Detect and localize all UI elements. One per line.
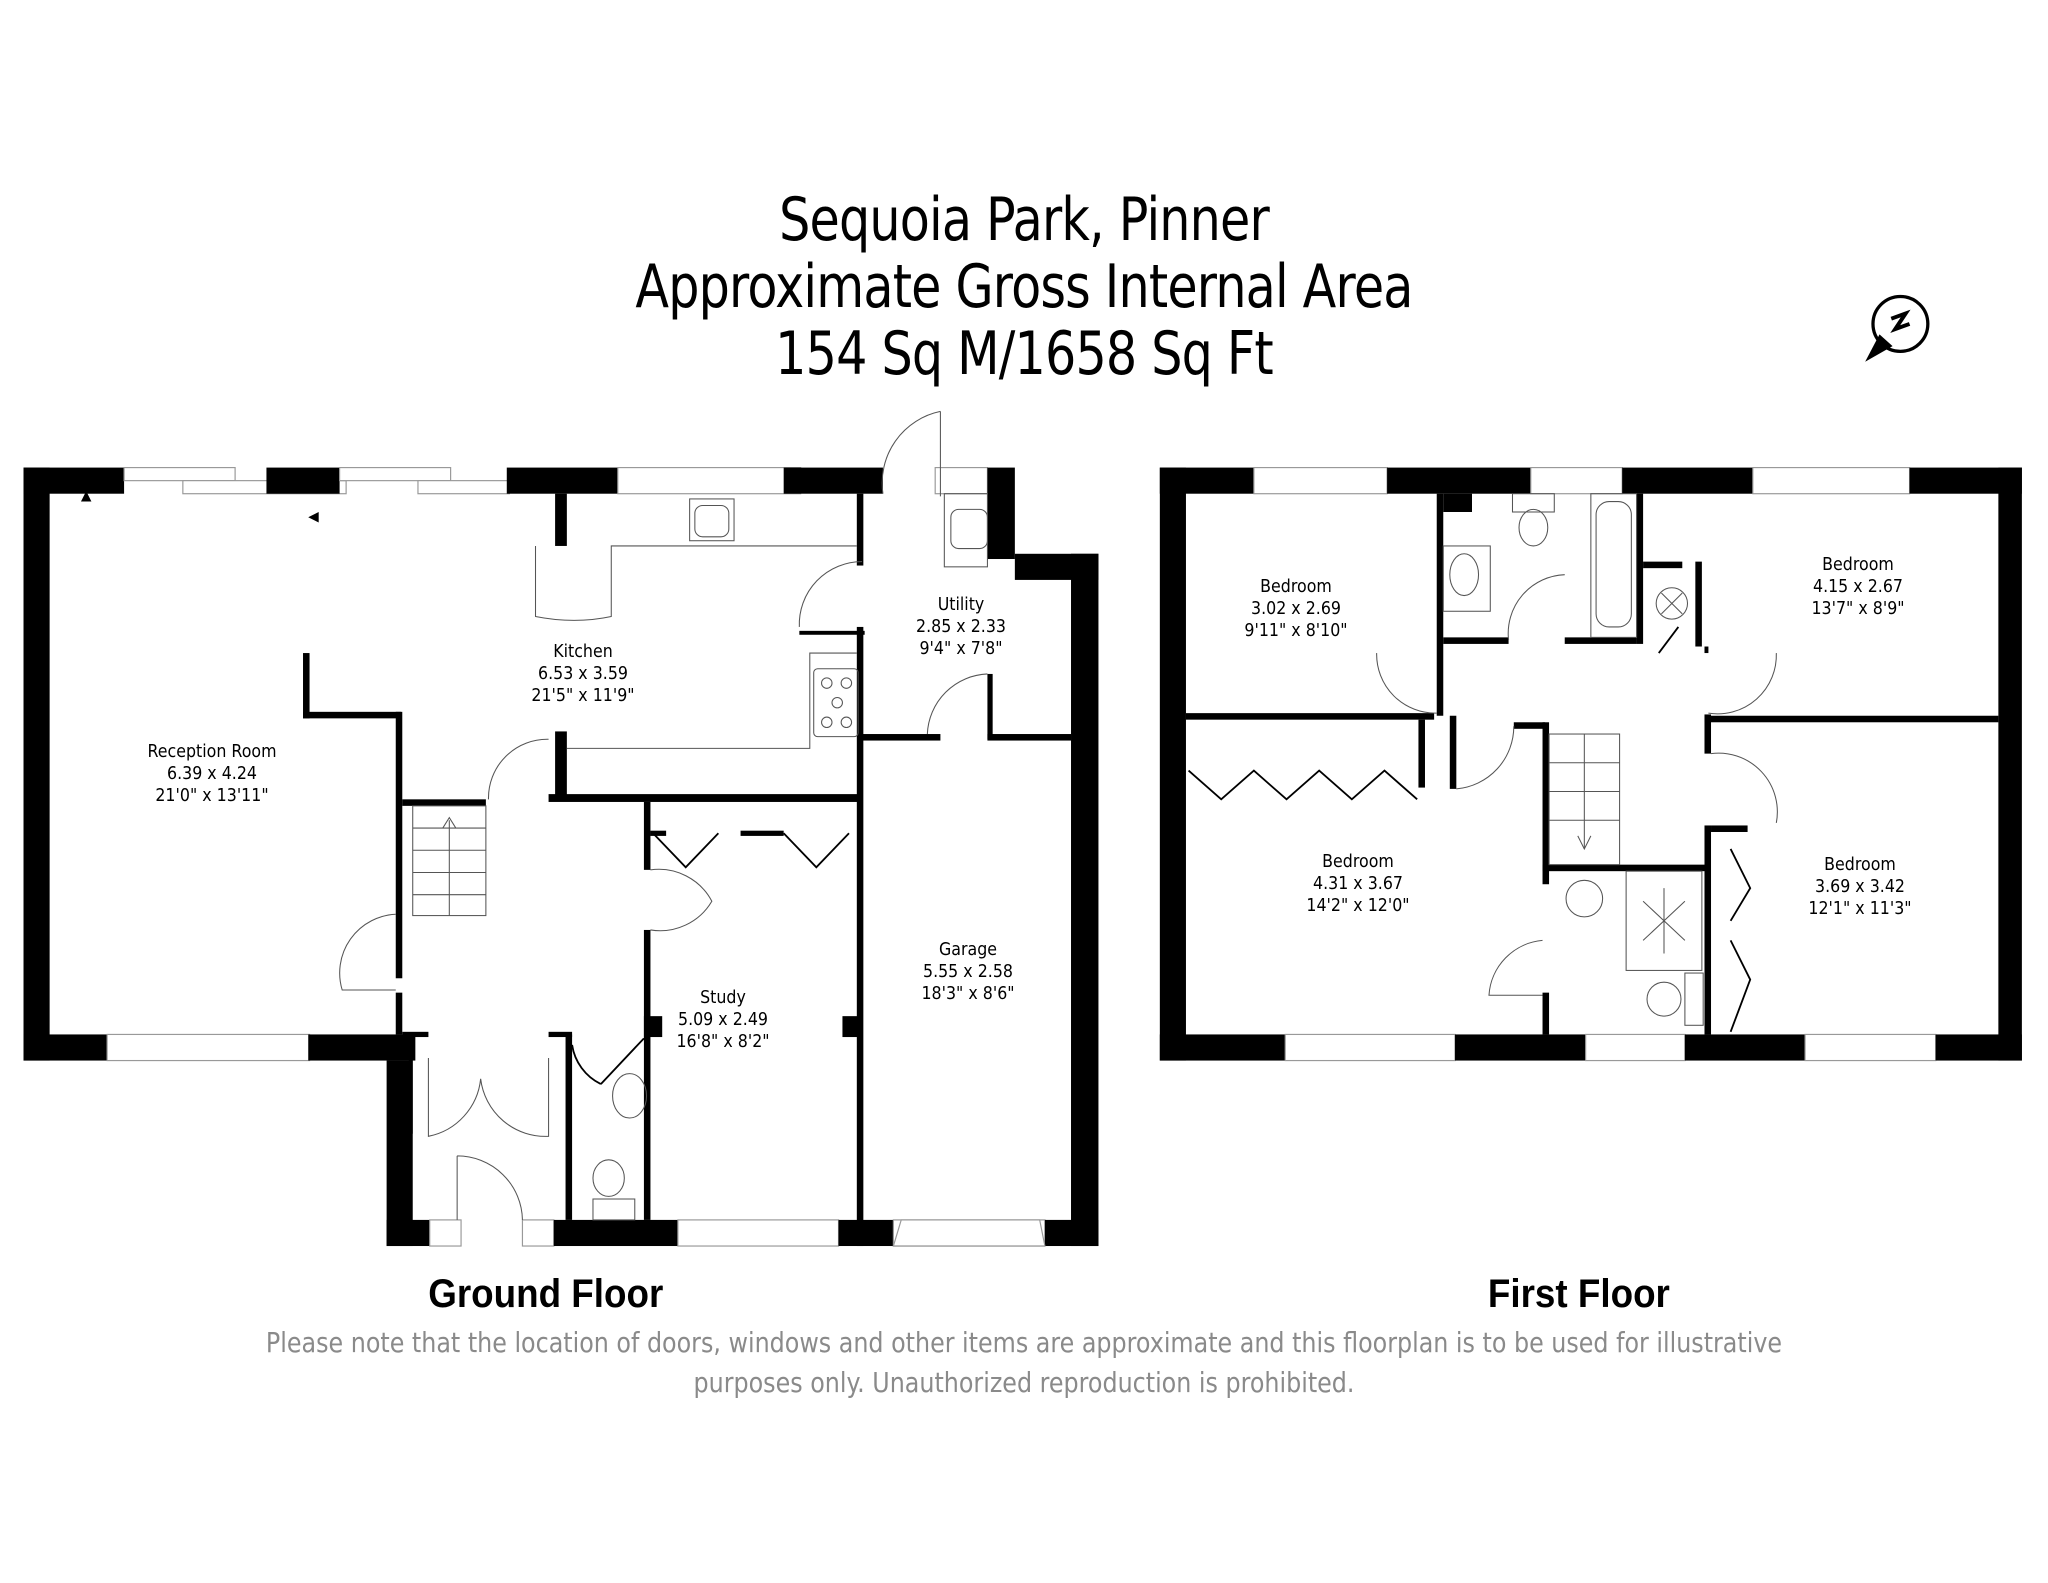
room-imperial: 9'11" x 8'10" bbox=[1244, 620, 1348, 641]
room-imperial: 9'4" x 7'8" bbox=[919, 638, 1003, 659]
room-name: Kitchen bbox=[553, 641, 613, 662]
room-name: Bedroom bbox=[1260, 576, 1332, 597]
hob-icon bbox=[813, 668, 859, 738]
room-label-study: Study 5.09 x 2.49 16'8" x 8'2" bbox=[676, 987, 769, 1053]
room-label-garage: Garage 5.55 x 2.58 18'3" x 8'6" bbox=[921, 939, 1014, 1005]
utility-sink-icon bbox=[943, 493, 988, 568]
room-metric: 6.53 x 3.59 bbox=[538, 663, 628, 684]
ensuite-toilet-icon bbox=[1646, 972, 1704, 1026]
disclaimer-line-2: purposes only. Unauthorized reproduction… bbox=[693, 1366, 1355, 1399]
room-imperial: 16'8" x 8'2" bbox=[676, 1031, 770, 1052]
room-label-bedroom-1: Bedroom 3.02 x 2.69 9'11" x 8'10" bbox=[1244, 576, 1347, 642]
boiler-icon bbox=[1655, 587, 1689, 620]
room-imperial: 21'0" x 13'11" bbox=[155, 785, 269, 806]
bathtub-icon bbox=[1590, 493, 1638, 638]
room-imperial: 18'3" x 8'6" bbox=[921, 983, 1015, 1004]
room-metric: 6.39 x 4.24 bbox=[167, 763, 257, 784]
room-metric: 3.02 x 2.69 bbox=[1251, 598, 1341, 619]
ensuite-basin-icon bbox=[1565, 879, 1604, 918]
title-area-value: 154 Sq M/1658 Sq Ft bbox=[775, 319, 1273, 389]
room-metric: 4.15 x 2.67 bbox=[1812, 576, 1903, 597]
toilet-icon bbox=[1511, 493, 1555, 547]
room-name: Reception Room bbox=[147, 741, 277, 762]
title-address: Sequoia Park, Pinner bbox=[779, 185, 1270, 255]
room-name: Bedroom bbox=[1322, 851, 1394, 872]
room-metric: 5.09 x 2.49 bbox=[677, 1009, 768, 1030]
ground-floor-plan bbox=[23, 410, 1099, 1247]
room-imperial: 12'1" x 11'3" bbox=[1808, 898, 1912, 919]
ground-floor-label: Ground Floor bbox=[428, 1272, 664, 1316]
room-label-bedroom-4: Bedroom 3.69 x 3.42 12'1" x 11'3" bbox=[1808, 854, 1911, 920]
basin-icon bbox=[1442, 545, 1491, 612]
room-label-bedroom-2: Bedroom 4.15 x 2.67 13'7" x 8'9" bbox=[1811, 554, 1904, 620]
wc-toilet-icon bbox=[592, 1159, 636, 1221]
room-name: Utility bbox=[937, 594, 985, 615]
first-floor-plan bbox=[1159, 466, 2022, 1062]
room-imperial: 21'5" x 11'9" bbox=[531, 685, 635, 706]
room-metric: 4.31 x 3.67 bbox=[1313, 873, 1403, 894]
room-name: Garage bbox=[938, 939, 997, 960]
room-label-reception: Reception Room 6.39 x 4.24 21'0" x 13'11… bbox=[147, 741, 276, 807]
shower-icon bbox=[1625, 870, 1703, 971]
room-metric: 3.69 x 3.42 bbox=[1815, 876, 1905, 897]
room-label-utility: Utility 2.85 x 2.33 9'4" x 7'8" bbox=[916, 594, 1006, 660]
north-compass-icon bbox=[1865, 294, 1930, 362]
room-label-bedroom-3: Bedroom 4.31 x 3.67 14'2" x 12'0" bbox=[1306, 851, 1409, 917]
room-metric: 5.55 x 2.58 bbox=[922, 961, 1013, 982]
staircase-icon bbox=[412, 805, 487, 917]
room-imperial: 14'2" x 12'0" bbox=[1306, 895, 1410, 916]
title-area-caption: Approximate Gross Internal Area bbox=[635, 252, 1413, 322]
room-name: Bedroom bbox=[1824, 854, 1896, 875]
room-imperial: 13'7" x 8'9" bbox=[1811, 598, 1905, 619]
room-name: Study bbox=[700, 987, 746, 1008]
first-floor-label: First Floor bbox=[1487, 1272, 1670, 1316]
sink-icon bbox=[689, 498, 735, 542]
staircase-icon bbox=[1548, 733, 1621, 866]
room-label-kitchen: Kitchen 6.53 x 3.59 21'5" x 11'9" bbox=[531, 641, 634, 707]
wc-basin-icon bbox=[612, 1073, 648, 1119]
disclaimer-line-1: Please note that the location of doors, … bbox=[265, 1326, 1783, 1359]
room-metric: 2.85 x 2.33 bbox=[916, 616, 1006, 637]
room-name: Bedroom bbox=[1822, 554, 1894, 575]
